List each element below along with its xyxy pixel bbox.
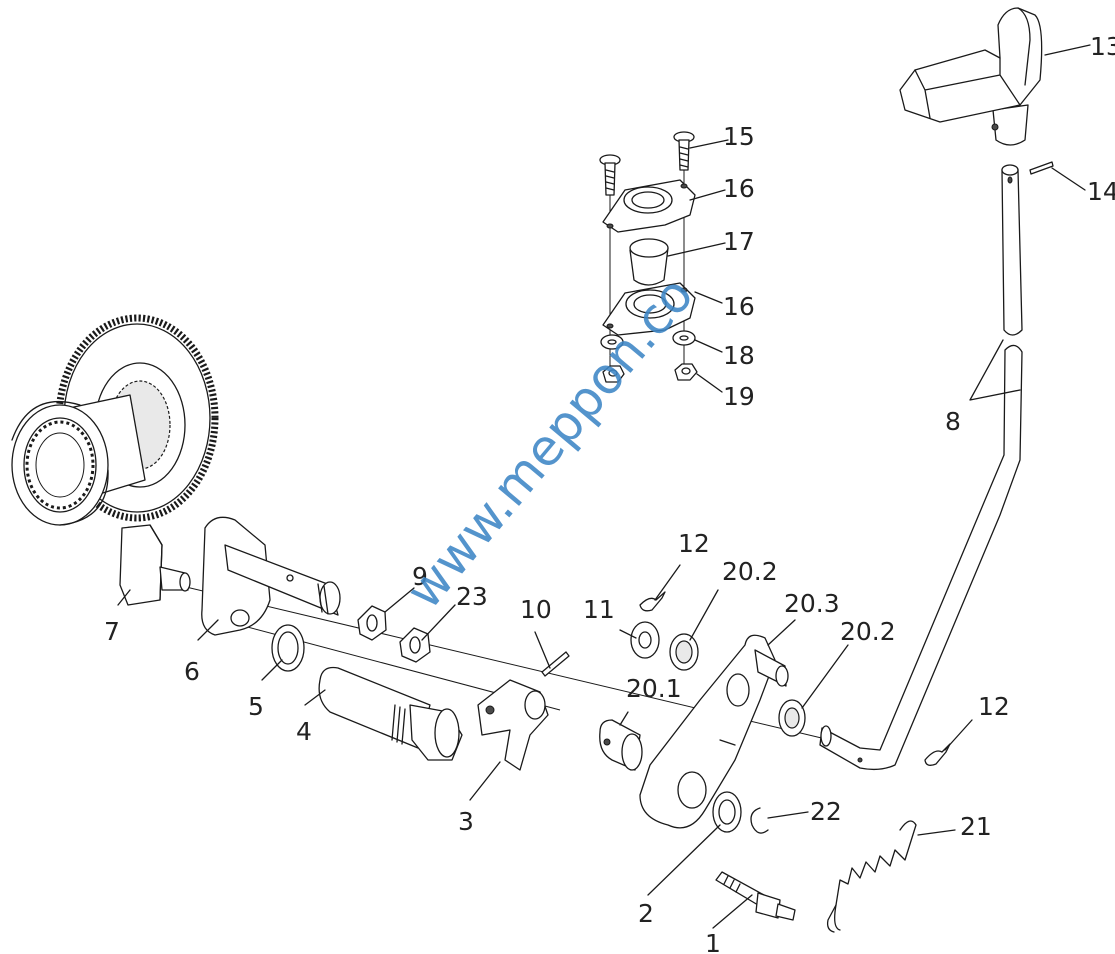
callout-15: 15 (723, 122, 755, 151)
part-20-2-bushing-left (669, 633, 699, 671)
part-10-pin (541, 651, 570, 677)
callout-9: 9 (412, 562, 428, 591)
part-8-shift-rod (819, 164, 1023, 771)
part-13-handle-knob (899, 7, 1043, 146)
callout-5: 5 (248, 692, 264, 721)
callout-6: 6 (184, 657, 200, 686)
part-5-washer (271, 624, 305, 672)
part-1-stud (715, 871, 796, 921)
callout-10: 10 (520, 595, 552, 624)
callout-16-top: 16 (723, 174, 755, 203)
part-22-circlip (750, 807, 769, 834)
callout-12-top: 12 (678, 529, 710, 558)
callout-19: 19 (723, 382, 755, 411)
part-7-key (119, 524, 191, 606)
part-11-washer (630, 621, 660, 659)
part-16-flange-top (602, 179, 696, 233)
callout-14: 14 (1087, 177, 1115, 206)
part-20-2-bushing-right (778, 699, 806, 737)
callout-16-bottom: 16 (723, 292, 755, 321)
part-3-cam-lever (477, 679, 549, 771)
callout-18: 18 (723, 341, 755, 370)
leader-lines (117, 44, 1091, 929)
part-12-cotter-pin-top (639, 591, 666, 612)
callout-4: 4 (296, 717, 312, 746)
part-19-nuts (602, 363, 698, 383)
part-2-washer (712, 791, 742, 833)
callout-7: 7 (104, 617, 120, 646)
part-14-pin (1029, 161, 1054, 175)
callout-22: 22 (810, 797, 842, 826)
callout-labels: 1 2 3 4 5 6 7 8 9 10 11 12 12 13 14 15 1… (104, 32, 1115, 954)
callout-8: 8 (945, 407, 961, 436)
callout-20-2-right: 20.2 (840, 617, 896, 646)
callout-12-right: 12 (978, 692, 1010, 721)
callout-20-2-left: 20.2 (722, 557, 778, 586)
callout-17: 17 (723, 227, 755, 256)
part-6-lever-shaft (201, 516, 341, 636)
part-16-flange-bottom (602, 282, 696, 336)
watermark: www.meppon.co (395, 266, 705, 620)
callout-1: 1 (705, 929, 721, 954)
part-20-3-lever-arm (639, 634, 789, 829)
part-18-washers (600, 330, 696, 350)
part-20-1-sleeve (599, 719, 643, 771)
callout-13: 13 (1090, 32, 1115, 61)
part-21-spring (826, 820, 917, 933)
callout-2: 2 (638, 899, 654, 928)
part-15-screws (599, 131, 695, 196)
callout-21: 21 (960, 812, 992, 841)
part-17-bushing (629, 238, 669, 286)
callout-23: 23 (456, 582, 488, 611)
part-12-cotter-pin-right (924, 743, 951, 766)
callout-20-3: 20.3 (784, 589, 840, 618)
part-23-washer (399, 627, 431, 663)
part-4-bolt (318, 666, 463, 761)
callout-20-1: 20.1 (626, 674, 682, 703)
part-9-washer (357, 605, 387, 641)
callout-3: 3 (458, 807, 474, 836)
gear-drum (11, 314, 219, 526)
callout-11: 11 (583, 595, 615, 624)
